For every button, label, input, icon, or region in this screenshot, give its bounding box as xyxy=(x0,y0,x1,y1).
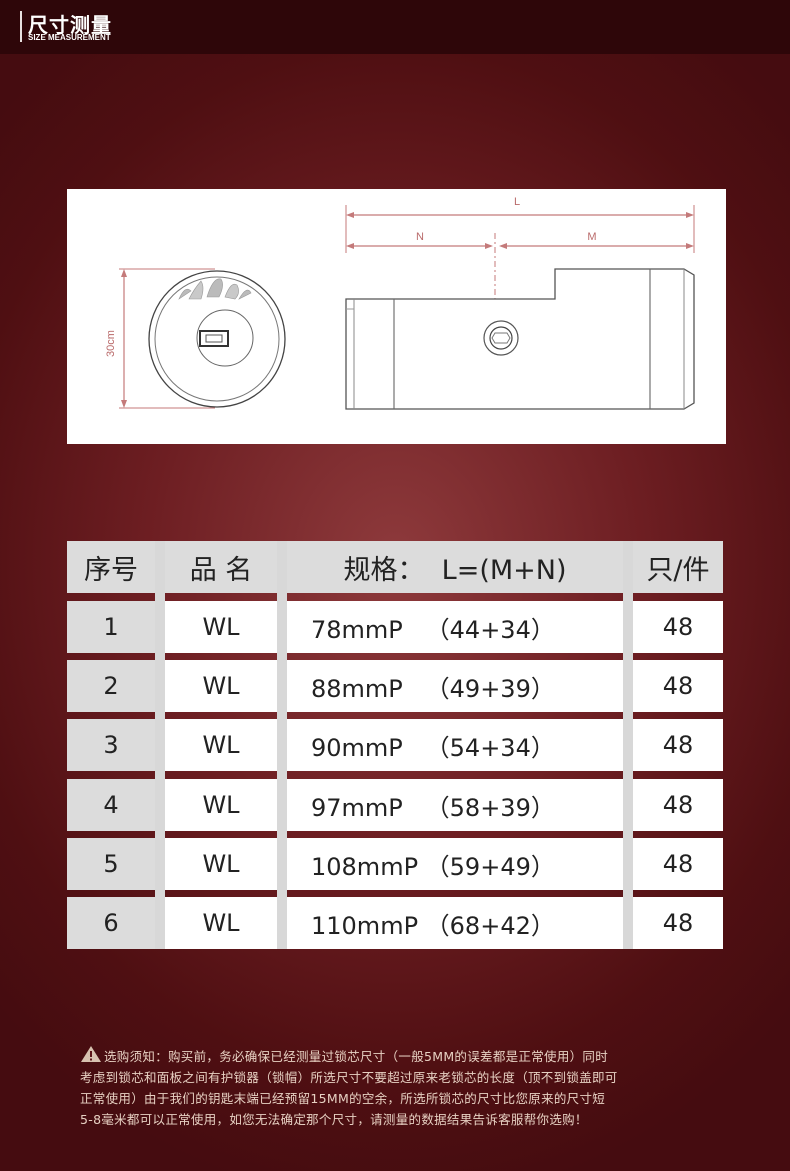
column-gutter xyxy=(155,541,165,949)
row-3-no: 3 xyxy=(67,719,155,771)
row-2-qty: 48 xyxy=(633,660,723,712)
notice-line-4: 5-8毫米都可以正常使用，如您无法确定那个尺寸，请测量的数据结果告诉客服帮你选购… xyxy=(80,1112,588,1127)
dimension-N-label: N xyxy=(416,231,424,243)
row-3-qty: 48 xyxy=(633,719,723,771)
row-4-spec: 97mmP （58+39） xyxy=(287,779,623,831)
row-6-spec: 110mmP （68+42） xyxy=(287,897,623,949)
row-1-spec: 78mmP （44+34） xyxy=(287,601,623,653)
spec-table: 序号 品 名 规格： L=(M+N) 只/件 1 WL 78mmP （44+34… xyxy=(67,541,723,949)
lock-diagram: 30cm xyxy=(105,196,695,410)
row-6-name: WL xyxy=(165,897,277,949)
header-spec: 规格： L=(M+N) xyxy=(287,541,623,593)
row-1-qty: 48 xyxy=(633,601,723,653)
purchase-notice: 选购须知：购买前，务必确保已经测量过锁芯尺寸（一般5MM的误差都是正常使用）同时… xyxy=(80,1045,740,1130)
row-6-no: 6 xyxy=(67,897,155,949)
row-4-name: WL xyxy=(165,779,277,831)
section-subtitle: SIZE MEASUREMENT xyxy=(28,33,111,42)
row-3-name: WL xyxy=(165,719,277,771)
row-2-spec: 88mmP （49+39） xyxy=(287,660,623,712)
notice-line-3: 正常使用）由于我们的钥匙末端已经预留15MM的空余，所选所锁芯的尺寸比您原来的尺… xyxy=(80,1091,606,1106)
row-4-no: 4 xyxy=(67,779,155,831)
dimension-drawing: 30cm xyxy=(67,189,726,444)
column-gutter xyxy=(623,541,633,949)
row-1-name: WL xyxy=(165,601,277,653)
row-2-no: 2 xyxy=(67,660,155,712)
notice-line-1: 选购须知：购买前，务必确保已经测量过锁芯尺寸（一般5MM的误差都是正常使用）同时 xyxy=(80,1045,740,1067)
row-5-no: 5 xyxy=(67,838,155,890)
row-6-qty: 48 xyxy=(633,897,723,949)
lock-front-view-icon xyxy=(119,268,286,409)
dimension-M-label: M xyxy=(587,231,596,243)
row-2-name: WL xyxy=(165,660,277,712)
header-name: 品 名 xyxy=(165,541,277,593)
row-3-spec: 90mmP （54+34） xyxy=(287,719,623,771)
row-5-spec: 108mmP （59+49） xyxy=(287,838,623,890)
header-qty: 只/件 xyxy=(633,541,723,593)
row-4-qty: 48 xyxy=(633,779,723,831)
column-gutter xyxy=(277,541,287,949)
lock-side-view-icon xyxy=(345,205,695,410)
dimension-L-label: L xyxy=(514,196,520,208)
row-1-no: 1 xyxy=(67,601,155,653)
warning-icon xyxy=(80,1045,102,1063)
title-divider xyxy=(20,11,22,42)
top-banner: 尺寸测量 SIZE MEASUREMENT xyxy=(0,0,790,54)
row-5-qty: 48 xyxy=(633,838,723,890)
header-no: 序号 xyxy=(67,541,155,593)
notice-line-2: 考虑到锁芯和面板之间有护锁器（锁帽）所选尺寸不要超过原来老锁芯的长度（顶不到锁盖… xyxy=(80,1070,618,1085)
section-title: 尺寸测量 xyxy=(28,13,112,37)
row-5-name: WL xyxy=(165,838,277,890)
height-label: 30cm xyxy=(105,330,117,357)
